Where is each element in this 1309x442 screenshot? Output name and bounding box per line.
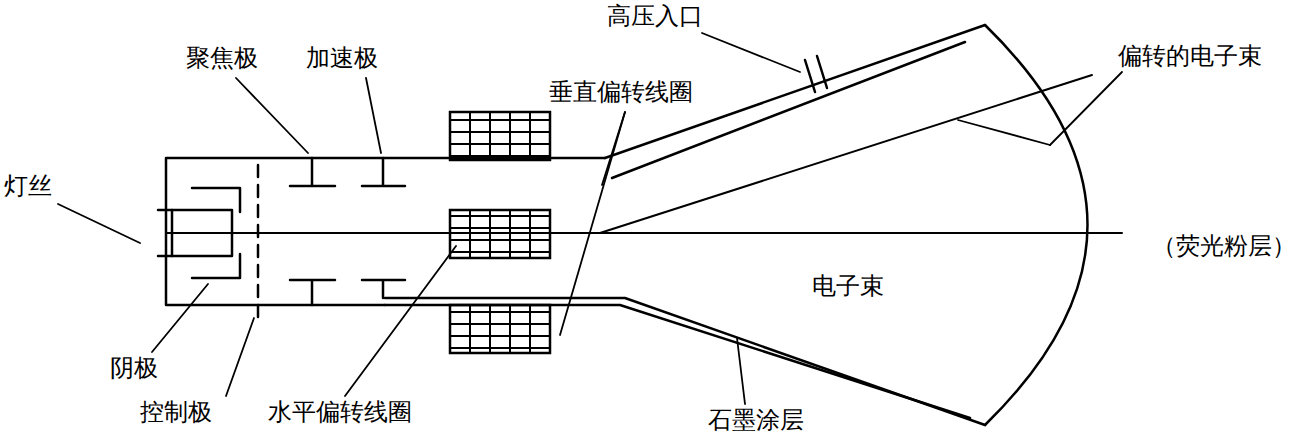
phosphor-screen <box>985 25 1088 425</box>
accelerating-electrode <box>362 280 405 298</box>
deflection-coil-label: 垂直偏转线圈 <box>547 78 695 106</box>
cathode-label: 阴极 <box>108 354 160 382</box>
electron-beam <box>166 232 1122 234</box>
focus-electrode <box>290 158 335 186</box>
accelerating-electrode-label: 加速极 <box>304 44 380 72</box>
filament-label: 灯丝 <box>2 172 54 200</box>
horizontal-coil-label: 水平偏转线圈 <box>266 398 414 426</box>
cathode <box>192 254 240 278</box>
vertical-deflection-coil <box>450 305 550 353</box>
vertical-deflection-coil <box>450 112 550 160</box>
filament <box>158 210 232 256</box>
horizontal-deflection-coil <box>450 210 550 258</box>
accelerating-electrode <box>362 158 405 186</box>
control-electrode <box>257 165 260 322</box>
filament <box>171 210 174 256</box>
graphite-coating-label: 石墨涂层 <box>706 406 806 434</box>
hv-inlet <box>805 56 827 92</box>
graphite-coating <box>385 305 970 418</box>
hv-inlet-label: 高压入口 <box>605 2 705 30</box>
focus-electrode <box>290 280 335 305</box>
funnel-bottom <box>385 298 985 425</box>
graphite-coating-top <box>612 42 965 178</box>
phosphor-layer-label: （荧光粉层） <box>1150 232 1298 260</box>
deflected-beam-label: 偏转的电子束 <box>1116 42 1264 70</box>
control-electrode-label: 控制极 <box>138 398 214 426</box>
cathode <box>192 188 240 212</box>
electron-beam-label: 电子束 <box>810 272 886 300</box>
focus-electrode-label: 聚焦极 <box>184 44 260 72</box>
